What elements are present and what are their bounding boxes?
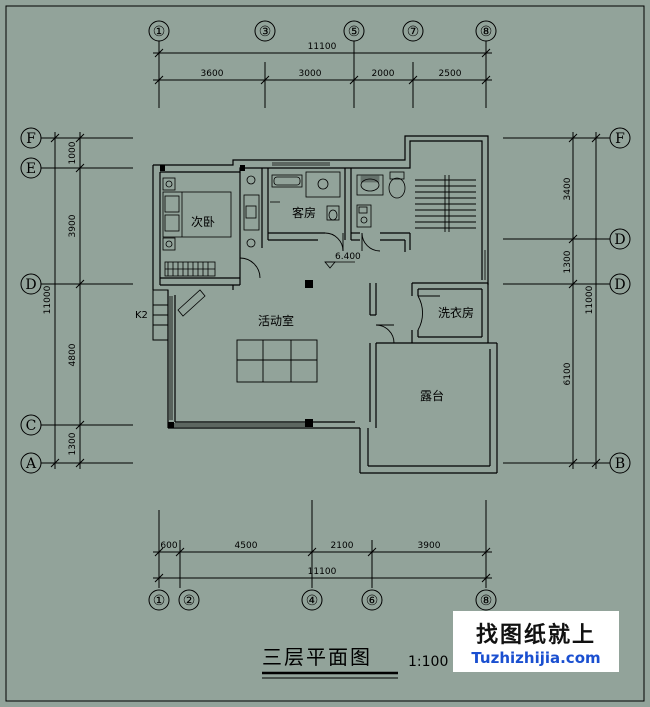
bottom-dimension-lines <box>153 500 492 588</box>
axis-label-left-C: C <box>26 418 37 434</box>
dim-left-seg-3: 4800 <box>68 343 78 366</box>
activity-room-furniture <box>236 339 318 383</box>
dim-top-seg-1: 3600 <box>201 69 224 79</box>
washbasin <box>356 174 384 196</box>
room-label-laundry: 洗衣房 <box>438 305 474 320</box>
k2-window <box>152 289 169 341</box>
dim-left-seg-1: 1000 <box>68 141 78 164</box>
axis-label-right-D1: D <box>614 232 625 248</box>
axis-label-top-3: ③ <box>259 24 272 40</box>
dim-right-seg-1: 3400 <box>563 177 573 200</box>
dim-bottom-seg-1: 600 <box>160 541 177 551</box>
right-dimension-lines <box>503 132 610 469</box>
dim-top-total: 11100 <box>308 42 337 52</box>
right-axis-bubbles <box>609 127 631 474</box>
drawing-scale: 1:100 <box>408 654 448 670</box>
axis-label-bottom-6: ⑥ <box>366 593 379 609</box>
axis-bubble <box>402 20 424 42</box>
room-label-terrace: 露台 <box>420 388 444 403</box>
dim-right-seg-3: 6100 <box>563 362 573 385</box>
axis-label-left-D: D <box>25 277 36 293</box>
bathtub <box>271 174 303 188</box>
table <box>236 339 318 383</box>
axis-label-top-5: ⑤ <box>348 24 361 40</box>
room-label-guest-room: 客房 <box>292 205 316 220</box>
staircase <box>415 175 476 232</box>
bottom-axis-bubbles <box>148 589 497 611</box>
dim-bottom-total: 11100 <box>308 567 337 577</box>
dim-bottom-seg-2: 4500 <box>235 541 258 551</box>
dim-bottom-seg-4: 3900 <box>418 541 441 551</box>
columns <box>160 165 313 428</box>
axis-label-bottom-4: ④ <box>306 593 319 609</box>
doors <box>239 232 440 344</box>
dim-left-total: 11000 <box>43 285 53 314</box>
dim-right-seg-2: 1300 <box>563 250 573 273</box>
axis-label-bottom-8: ⑧ <box>480 593 493 609</box>
watermark-chinese: 找图纸就上 <box>475 623 596 648</box>
axis-label-left-F: F <box>26 131 36 147</box>
dim-top-seg-4: 2500 <box>439 69 462 79</box>
axis-label-top-7: ⑦ <box>407 24 420 40</box>
watermark-box: 找图纸就上 Tuzhizhijia.com <box>453 611 619 672</box>
window-tag-k2: K2 <box>135 310 148 321</box>
sheet-border <box>5 5 645 702</box>
desk <box>243 194 260 231</box>
dim-right-total: 11000 <box>585 285 595 314</box>
bathroom-fixtures <box>356 171 406 228</box>
axis-label-top-8: ⑧ <box>480 24 493 40</box>
axis-label-bottom-1: ① <box>153 593 166 609</box>
guest-room-furniture <box>270 171 341 221</box>
dim-top-seg-2: 3000 <box>299 69 322 79</box>
level-mark <box>324 261 355 269</box>
dim-bottom-seg-3: 2100 <box>331 541 354 551</box>
dim-top-seg-3: 2000 <box>372 69 395 79</box>
drawing-title: 三层平面图 <box>262 645 372 669</box>
top-axis-bubbles <box>148 20 497 42</box>
level-mark-value: 6.400 <box>335 252 361 262</box>
windows <box>168 162 486 427</box>
bed <box>162 191 232 238</box>
room-label-bedroom: 次卧 <box>191 215 215 229</box>
axis-label-top-1: ① <box>153 24 166 40</box>
toilet <box>388 177 406 199</box>
bedroom-furniture <box>162 175 260 317</box>
axis-label-right-D2: D <box>614 277 625 293</box>
watermark-url: Tuzhizhijia.com <box>471 649 601 667</box>
axis-label-right-F: F <box>615 131 625 147</box>
room-label-activity-room: 活动室 <box>258 313 294 328</box>
axis-label-bottom-2: ② <box>183 593 196 609</box>
axis-label-right-B: B <box>615 456 625 472</box>
axis-bubble <box>254 20 276 42</box>
top-dimension-lines <box>153 41 492 108</box>
dim-left-seg-4: 1300 <box>68 432 78 455</box>
left-dimension-lines <box>41 132 133 469</box>
dim-left-seg-2: 3900 <box>68 214 78 237</box>
axis-label-left-E: E <box>26 161 36 177</box>
axis-label-left-A: A <box>25 456 37 472</box>
